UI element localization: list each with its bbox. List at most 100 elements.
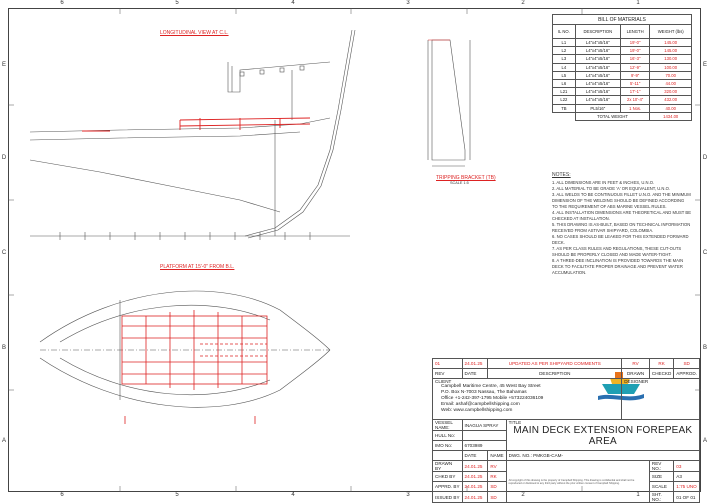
note-line: RECEIVED FROM ASTIVAR SHIPYARD, COLOMBIA… bbox=[552, 228, 654, 233]
date-header: DATE bbox=[461, 450, 489, 461]
scale-label: SCALE bbox=[648, 481, 675, 492]
role-name: SD bbox=[487, 481, 507, 492]
note-line: 7. AS PER CLASS RULES AND REGULATIONS, T… bbox=[552, 246, 682, 251]
client-line: P.O. Box N-7003 Nassau, The Bahamas bbox=[441, 390, 527, 395]
bom-cell: L4"x4"x5/16" bbox=[574, 62, 621, 72]
drawing-title: MAIN DECK EXTENSION FOREPEAK AREA bbox=[513, 425, 693, 447]
bracket-scale: SCALE 1:5 bbox=[450, 181, 469, 185]
bom-cell: 130.00 bbox=[649, 54, 692, 64]
revision-header-row: REV DATE DESCRIPTION DRAWN CHECKD APPROD… bbox=[432, 368, 700, 379]
bom-cell: L6 bbox=[552, 78, 576, 89]
people-header-row: DATE NAME DWG. NO.: PMKGB-CAM- bbox=[432, 450, 701, 461]
bom-cell: 19'-0" bbox=[619, 37, 651, 48]
imo-label: IMO No: bbox=[432, 440, 463, 451]
role-label: APPRD. BY bbox=[432, 481, 463, 492]
client-line: Web: www.campbellshipping.com bbox=[441, 408, 513, 413]
zone-row-label: B bbox=[702, 345, 707, 351]
bom-cell: L2 bbox=[552, 46, 576, 56]
rev-no-label: REV NO.: bbox=[648, 460, 675, 472]
vessel-row: VESSEL NAME: INAGUA SPRAY TITLE MAIN DEC… bbox=[432, 419, 701, 451]
bom-caption: BILL OF MATERIALS bbox=[552, 14, 692, 25]
zone-row-label: E bbox=[1, 62, 6, 68]
bill-of-materials: BILL OF MATERIALS IL NO. DESCRIPTION LEN… bbox=[552, 14, 692, 121]
rev-header: REV bbox=[432, 368, 463, 379]
bom-cell: L4"x4"x5/16" bbox=[574, 95, 621, 105]
rev-approved: SD bbox=[673, 358, 700, 369]
client-line: Office +1-242-397-1795 Mobile +573224036… bbox=[441, 396, 544, 401]
bom-cell: L22 bbox=[552, 95, 576, 105]
role-name: RV bbox=[487, 460, 507, 472]
drawing-frame bbox=[8, 8, 701, 492]
bom-cell: 70.00 bbox=[649, 70, 692, 80]
bom-cell: 17'-1" bbox=[619, 87, 651, 97]
bom-header: DESCRIPTION bbox=[574, 24, 621, 39]
client-line: Campbell Maritime Centre, 45 West Bay St… bbox=[441, 384, 541, 389]
bracket-view-title: TRIPPING BRACKET (TB) bbox=[436, 175, 496, 181]
people-row: DRAWN BY 24.01.25 RV All copyright of th… bbox=[432, 460, 700, 503]
bom-cell: 1 Nos. bbox=[619, 103, 651, 113]
zone-row-label: C bbox=[1, 250, 7, 256]
note-line: CHECKED AT INSTALLATION. bbox=[552, 216, 610, 221]
rev-number: 01 bbox=[432, 358, 463, 369]
bom-cell: 100.00 bbox=[649, 62, 692, 72]
hull-value bbox=[461, 430, 507, 441]
rev-header: DRAWN bbox=[621, 368, 650, 379]
bom-total-label: TOTAL WEIGHT bbox=[574, 111, 651, 121]
vessel-name: INAGUA SPRAY bbox=[461, 419, 507, 431]
role-date: 24.01.25 bbox=[461, 471, 489, 482]
bom-cell: L3 bbox=[552, 54, 576, 64]
note-line: 6. NO CASES SHOULD BE LEAKED FOR THIS EX… bbox=[552, 234, 689, 239]
note-line: 2. ALL MATERIAL TO BE GRADE 'A' OR EQUIV… bbox=[552, 186, 671, 191]
role-date: 24.01.25 bbox=[461, 481, 489, 492]
bom-cell: TB bbox=[552, 103, 576, 113]
zone-row-label: D bbox=[702, 155, 708, 161]
bom-cell: 320.00 bbox=[649, 87, 692, 97]
note-line: DECK. bbox=[552, 240, 565, 245]
client-line: Email: ashaf@campbellshipping.com bbox=[441, 402, 520, 407]
size-value: A3 bbox=[673, 471, 700, 482]
role-name: RK bbox=[487, 471, 507, 482]
zone-col-label: 1 bbox=[636, 0, 640, 6]
bom-cell: 16'-3" bbox=[619, 54, 651, 64]
zone-row-label: D bbox=[1, 155, 7, 161]
client-cell: CLIENT Campbell Maritime Centre, 45 West… bbox=[431, 378, 623, 420]
rev-no-value: 03 bbox=[673, 460, 700, 472]
bom-cell: L4 bbox=[552, 62, 576, 72]
zone-col-label: 4 bbox=[291, 492, 295, 498]
sheet-label: SHT. NO.: bbox=[648, 491, 675, 503]
zone-row-label: E bbox=[702, 62, 707, 68]
notes-heading: NOTES: bbox=[552, 172, 571, 178]
zone-row-label: C bbox=[702, 250, 708, 256]
sheet-value: 01 OF 01 bbox=[673, 491, 700, 503]
bom-cell: L21 bbox=[552, 87, 576, 97]
bom-header: IL NO. bbox=[552, 24, 576, 39]
rev-header: APPROD. bbox=[673, 368, 700, 379]
bom-cell: L4"x4"x5/16" bbox=[574, 70, 621, 80]
note-line: 4. ALL INSTALLATION DIMENSIONS ARE THEOR… bbox=[552, 210, 691, 215]
zone-col-label: 3 bbox=[406, 0, 410, 6]
bom-cell: 5'-11" bbox=[619, 78, 651, 89]
zone-row-label: A bbox=[702, 438, 707, 444]
hull-label: HULL No: bbox=[432, 430, 463, 441]
table-row: TOTAL WEIGHT 1434.00 bbox=[553, 111, 692, 121]
bom-total-value: 1434.00 bbox=[649, 111, 692, 121]
note-line: 3. ALL WELDS TO BE CONTINUOUS FILLET U.N… bbox=[552, 192, 691, 197]
note-line: 8. A THREE-DEE INCLINATION IS PROVIDED T… bbox=[552, 258, 684, 263]
bom-cell: L4"x4"x5/16" bbox=[574, 37, 621, 48]
title-block: 01 24.01.25 UPDATED AS PER SHIPYARD COMM… bbox=[431, 358, 701, 503]
role-date: 24.01.25 bbox=[461, 460, 489, 472]
role-label: DRAWN BY bbox=[432, 460, 463, 472]
bom-cell: 44.00 bbox=[649, 78, 692, 89]
bom-cell: 12'-9" bbox=[619, 62, 651, 72]
revision-row: 01 24.01.25 UPDATED AS PER SHIPYARD COMM… bbox=[432, 358, 700, 369]
rev-header: DATE bbox=[461, 368, 489, 379]
rev-header: CHECKD bbox=[648, 368, 675, 379]
zone-col-label: 2 bbox=[521, 0, 525, 6]
